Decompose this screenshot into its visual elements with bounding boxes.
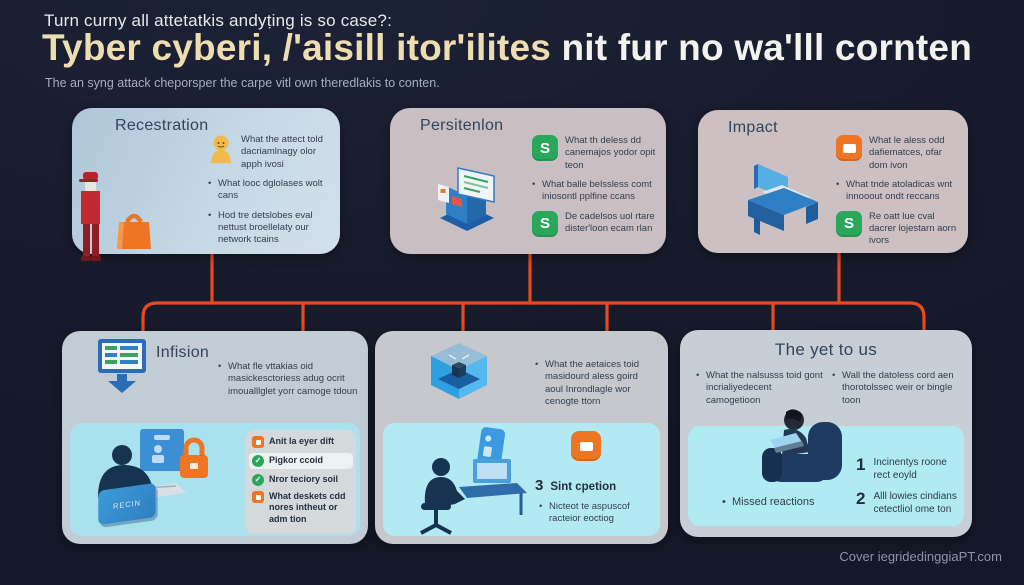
card-recestration-title: Recestration <box>115 117 209 134</box>
stage-step: 3 Sint cpetion <box>535 477 616 494</box>
recestration-bullet-2: Hod tre detslobes eval nettust broellela… <box>208 210 334 247</box>
item-text: Incinentys roone rect eoyld <box>873 457 947 481</box>
check-icon: ✓ <box>252 455 264 467</box>
card-infision: Infision What fle vttakias oid masickesc… <box>62 331 368 544</box>
page-subtitle: The an syng attack cheporsper the carpe … <box>45 76 440 90</box>
checklist-item-label: What deskets cdd nores intheut or adm ti… <box>269 491 346 524</box>
monitor-badge-icon <box>836 135 862 161</box>
recestration-icon-item-text: What the attect told dacriamlnagy olor a… <box>241 134 323 170</box>
person-avatar-icon <box>211 135 231 163</box>
check-icon: ✓ <box>252 474 264 486</box>
checklist-row: ✓ Pigkor ccoid <box>249 453 353 469</box>
alert-icon <box>252 436 264 448</box>
card-persitenlon-content: S What th deless dd canemajos yodor opit… <box>532 135 658 244</box>
card-recestration: Recestration What <box>72 108 340 261</box>
checklist-item-label: Pigkor ccoid <box>269 455 324 465</box>
card-stage-content: What the aetaices toid masidourd aless g… <box>535 359 657 415</box>
hacker-figure-icon <box>79 172 101 261</box>
persitenlon-item-2: De cadelsos uol rtare dister'loon ecam r… <box>565 210 655 235</box>
card-persitenlon-title: Persitenlon <box>420 117 504 134</box>
persitenlon-bullet: What balle belssless comt iniosontl pplf… <box>532 179 658 204</box>
impact-item-1: What le aless odd dafiematces, ofar dom … <box>869 135 945 171</box>
yet-to-us-right-col: Wall the datoless cord aen thorotolssec … <box>832 370 964 414</box>
checklist-row: Anit la eyer dift <box>252 436 350 448</box>
isometric-desk-icon <box>748 164 818 235</box>
alert-icon <box>252 491 264 503</box>
item-number: 1 <box>856 455 866 474</box>
checklist-row: ✓ Nror teciory soil <box>252 474 350 486</box>
card-impact-title: Impact <box>728 119 778 136</box>
persitenlon-item-1: What th deless dd canemajos yodor opit t… <box>565 135 656 171</box>
card-infision-content: What fle vttakias oid masickesctoriess a… <box>218 361 358 405</box>
s-badge-icon: S <box>532 210 558 237</box>
card-persitenlon: Persitenlon S What th deless dd canemajo… <box>390 108 666 254</box>
stage-step-bullet: Nicteot te aspuscof racteior eoctiog <box>539 501 651 526</box>
step-label: Sint cpetion <box>550 481 617 493</box>
s-badge-icon: S <box>532 135 558 161</box>
checklist-item-label: Anit la eyer dift <box>269 436 335 446</box>
page-title-rest: nit fur no wa'lll cornten <box>551 27 973 68</box>
checklist-row: What deskets cdd nores intheut or adm ti… <box>252 491 350 525</box>
s-badge-icon: S <box>836 210 862 237</box>
stage-bullet: What the aetaices toid masidourd aless g… <box>535 359 657 408</box>
credit-text: Cover iegridedinggiaPT.com <box>839 549 1002 564</box>
monitor-list-icon <box>98 339 146 393</box>
impact-item-2: Re oatt lue cval dacrer lojestarn aorn i… <box>869 210 957 247</box>
card-recestration-content: What the attect told dacriamlnagy olor a… <box>208 134 334 254</box>
yet-to-us-left-col: What the nalsusss toid gont incrialiyede… <box>696 370 824 414</box>
card-yet-to-us: The yet to us What the nalsusss toid gon… <box>680 330 972 537</box>
card-infision-title: Infision <box>156 344 210 361</box>
yet-to-us-bullet-right: Wall the datoless cord aen thorotolssec … <box>832 370 964 407</box>
card-impact: Impact What le aless odd dafiematces, of… <box>698 110 968 253</box>
briefcase-icon <box>117 213 151 249</box>
card-yet-to-us-title: The yet to us <box>774 340 878 359</box>
card-impact-content: What le aless odd dafiematces, ofar dom … <box>836 135 960 255</box>
infision-bullet: What fle vttakias oid masickesctoriess a… <box>218 361 358 398</box>
infision-checklist: Anit la eyer dift ✓ Pigkor ccoid ✓ Nror … <box>246 430 356 534</box>
isometric-kiosk-icon <box>438 167 495 231</box>
recestration-bullet-1: What looc dglolases wolt cans <box>208 178 334 203</box>
kicker-text: Turn curny all attetatkis andyṭing is so… <box>44 11 392 30</box>
numbered-item-1: 1 Incinentys roone rect eoyld <box>856 456 965 482</box>
yet-to-us-bottom-bullet: Missed reactions <box>722 495 1014 510</box>
page-title-accent: Tyber cyberi, /'aisill itor'ilites <box>42 27 552 68</box>
card-stage: What the aetaices toid masidourd aless g… <box>375 331 668 544</box>
step-number: 3 <box>535 477 544 494</box>
impact-bullet: What tnde atoladicas wnt innooout ondt r… <box>836 179 960 204</box>
page-title: Tyber cyberi, /'aisill itor'ilites nit f… <box>42 27 972 69</box>
isometric-cube-icon <box>431 343 487 399</box>
checklist-item-label: Nror teciory soil <box>269 474 339 484</box>
yet-to-us-bullet-left: What the nalsusss toid gont incrialiyede… <box>696 370 824 407</box>
